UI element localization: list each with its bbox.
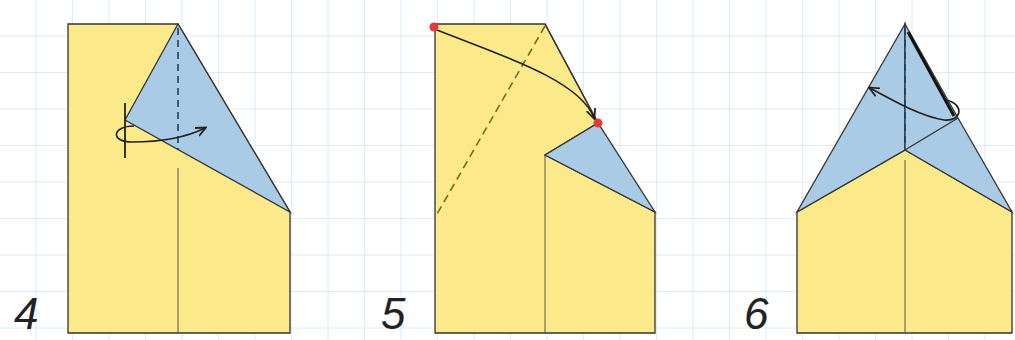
step-number: 6: [744, 292, 768, 336]
step-number: 4: [14, 292, 38, 336]
step-number: 5: [381, 292, 405, 336]
step-4-figure: [68, 24, 290, 333]
step-6-figure: [797, 24, 1012, 333]
step-5-figure: [430, 23, 656, 334]
